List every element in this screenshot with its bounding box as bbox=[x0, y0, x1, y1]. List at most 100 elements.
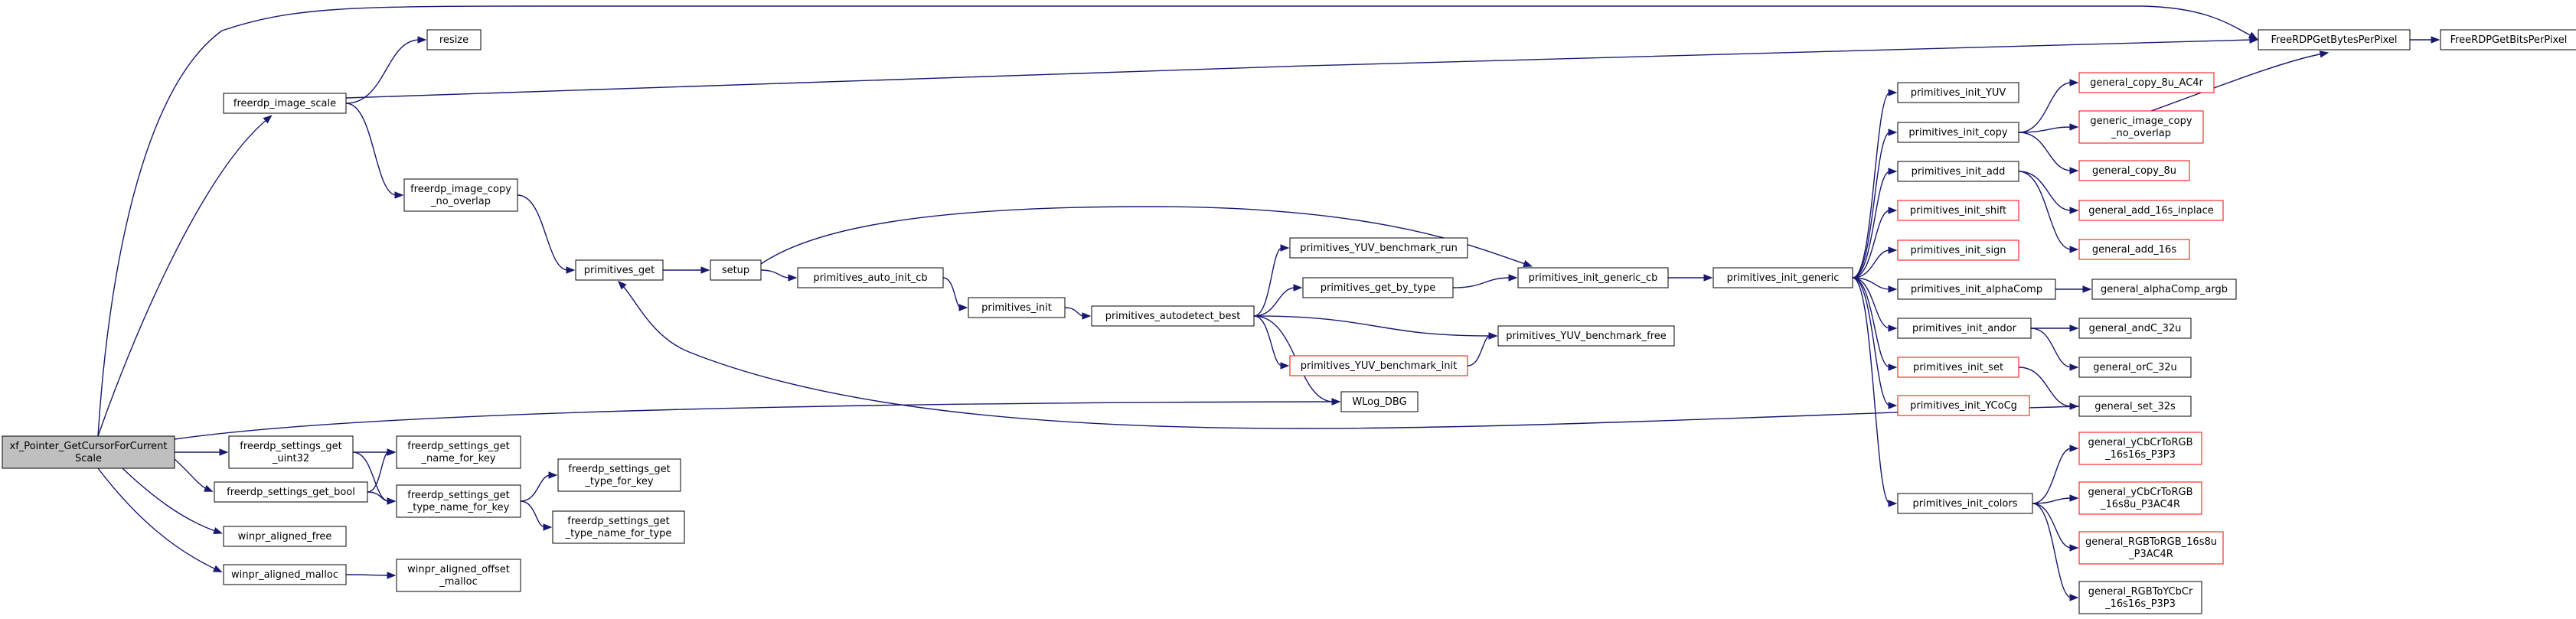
node-winpr-aligned-malloc[interactable]: winpr_aligned_malloc bbox=[223, 564, 347, 585]
node-box[interactable] bbox=[1289, 355, 1468, 376]
node-box[interactable] bbox=[2078, 160, 2190, 181]
node-primitives-YUV-benchmark-run[interactable]: primitives_YUV_benchmark_run bbox=[1289, 237, 1468, 259]
node-primitives-init-copy[interactable]: primitives_init_copy bbox=[1897, 122, 2019, 143]
node-box[interactable] bbox=[1497, 325, 1675, 347]
node-freerdp-image-copy-no-overlap[interactable]: freerdp_image_copy_no_overlap bbox=[403, 178, 518, 212]
node-general-yCbCrToRGB-16s8u-P3AC4R[interactable]: general_yCbCrToRGB_16s8u_P3AC4R bbox=[2078, 481, 2202, 515]
node-winpr-aligned-free[interactable]: winpr_aligned_free bbox=[223, 526, 347, 547]
node-primitives-init-alphaComp[interactable]: primitives_init_alphaComp bbox=[1897, 279, 2056, 300]
node-primitives-autodetect-best[interactable]: primitives_autodetect_best bbox=[1091, 305, 1255, 327]
node-freerdp-settings-get-name-for-key[interactable]: freerdp_settings_get_name_for_key bbox=[396, 435, 521, 469]
node-box[interactable] bbox=[2078, 72, 2215, 93]
node-box[interactable] bbox=[1897, 357, 2019, 378]
node-box[interactable] bbox=[1897, 318, 2032, 339]
node-FreeRDPGetBytesPerPixel[interactable]: FreeRDPGetBytesPerPixel bbox=[2258, 29, 2411, 50]
node-primitives-get-by-type[interactable]: primitives_get_by_type bbox=[1302, 277, 1454, 298]
node-box[interactable] bbox=[223, 564, 347, 585]
node-WLog-DBG[interactable]: WLog_DBG bbox=[1340, 391, 1419, 412]
node-primitives-auto-init-cb[interactable]: primitives_auto_init_cb bbox=[797, 267, 944, 288]
node-general-copy-8u-AC4r[interactable]: general_copy_8u_AC4r bbox=[2078, 72, 2215, 93]
node-general-set-32s[interactable]: general_set_32s bbox=[2078, 396, 2192, 417]
node-box[interactable] bbox=[426, 29, 482, 50]
node-primitives-init[interactable]: primitives_init bbox=[968, 297, 1066, 318]
node-general-alphaComp-argb[interactable]: general_alphaComp_argb bbox=[2091, 279, 2237, 300]
node-box[interactable] bbox=[2078, 432, 2202, 465]
node-box[interactable] bbox=[214, 481, 368, 503]
node-box[interactable] bbox=[1340, 391, 1419, 412]
node-box[interactable] bbox=[2078, 531, 2224, 565]
node-freerdp-image-scale[interactable]: freerdp_image_scale bbox=[223, 93, 347, 114]
node-box[interactable] bbox=[552, 510, 685, 544]
node-primitives-YUV-benchmark-free[interactable]: primitives_YUV_benchmark_free bbox=[1497, 325, 1675, 347]
node-box[interactable] bbox=[2078, 318, 2192, 339]
node-box[interactable] bbox=[2078, 110, 2204, 144]
node-box[interactable] bbox=[2258, 29, 2411, 50]
node-box[interactable] bbox=[1302, 277, 1454, 298]
node-box[interactable] bbox=[223, 93, 347, 114]
node-primitives-init-generic-cb[interactable]: primitives_init_generic_cb bbox=[1517, 267, 1669, 288]
node-primitives-init-generic[interactable]: primitives_init_generic bbox=[1712, 267, 1853, 288]
node-general-andC-32u[interactable]: general_andC_32u bbox=[2078, 318, 2192, 339]
node-box[interactable] bbox=[575, 259, 664, 281]
node-box[interactable] bbox=[1289, 237, 1468, 259]
node-box[interactable] bbox=[396, 484, 521, 518]
node-general-add-16s-inplace[interactable]: general_add_16s_inplace bbox=[2078, 200, 2224, 221]
node-general-orC-32u[interactable]: general_orC_32u bbox=[2078, 357, 2192, 378]
node-box[interactable] bbox=[1897, 200, 2019, 221]
node-box[interactable] bbox=[1897, 161, 2019, 182]
node-primitives-init-add[interactable]: primitives_init_add bbox=[1897, 161, 2019, 182]
node-box[interactable] bbox=[1712, 267, 1853, 288]
node-general-yCbCrToRGB-16s16s-P3P3[interactable]: general_yCbCrToRGB_16s16s_P3P3 bbox=[2078, 432, 2202, 465]
node-box[interactable] bbox=[2078, 581, 2202, 614]
node-primitives-init-andor[interactable]: primitives_init_andor bbox=[1897, 318, 2032, 339]
node-box[interactable] bbox=[2078, 481, 2202, 515]
node-primitives-init-colors[interactable]: primitives_init_colors bbox=[1897, 493, 2033, 514]
node-freerdp-settings-get-type-name-for-key[interactable]: freerdp_settings_get_type_name_for_key bbox=[396, 484, 521, 518]
node-general-copy-8u[interactable]: general_copy_8u bbox=[2078, 160, 2190, 181]
node-box[interactable] bbox=[2091, 279, 2237, 300]
node-primitives-YUV-benchmark-init[interactable]: primitives_YUV_benchmark_init bbox=[1289, 355, 1468, 376]
node-box[interactable] bbox=[1897, 493, 2033, 514]
node-box[interactable] bbox=[2078, 239, 2190, 260]
node-primitives-init-sign[interactable]: primitives_init_sign bbox=[1897, 239, 2019, 261]
node-primitives-init-YCoCg[interactable]: primitives_init_YCoCg bbox=[1897, 395, 2030, 416]
node-box[interactable] bbox=[797, 267, 944, 288]
node-box[interactable] bbox=[228, 435, 354, 469]
node-winpr-aligned-offset-malloc[interactable]: winpr_aligned_offset_malloc bbox=[396, 559, 521, 592]
node-freerdp-settings-get-uint32[interactable]: freerdp_settings_get_uint32 bbox=[228, 435, 354, 469]
node-box[interactable] bbox=[1897, 122, 2019, 143]
node-primitives-init-shift[interactable]: primitives_init_shift bbox=[1897, 200, 2019, 221]
node-general-add-16s[interactable]: general_add_16s bbox=[2078, 239, 2190, 260]
node-box[interactable] bbox=[1897, 395, 2030, 416]
node-generic-image-copy-no-overlap[interactable]: generic_image_copy_no_overlap bbox=[2078, 110, 2204, 144]
node-primitives-get[interactable]: primitives_get bbox=[575, 259, 664, 281]
node-resize[interactable]: resize bbox=[426, 29, 482, 50]
node-box[interactable] bbox=[2078, 396, 2192, 417]
node-primitives-init-set[interactable]: primitives_init_set bbox=[1897, 357, 2019, 378]
node-freerdp-settings-get-type-for-key[interactable]: freerdp_settings_get_type_for_key bbox=[557, 458, 681, 492]
node-box[interactable] bbox=[557, 458, 681, 492]
node-box[interactable] bbox=[396, 435, 521, 469]
node-box[interactable] bbox=[396, 559, 521, 592]
node-freerdp-settings-get-type-name-for-type[interactable]: freerdp_settings_get_type_name_for_type bbox=[552, 510, 685, 544]
node-box[interactable] bbox=[403, 178, 518, 212]
node-box[interactable] bbox=[2078, 357, 2192, 378]
node-freerdp-settings-get-bool[interactable]: freerdp_settings_get_bool bbox=[214, 481, 368, 503]
node-box[interactable] bbox=[2, 435, 175, 469]
node-box[interactable] bbox=[1091, 305, 1255, 327]
node-box[interactable] bbox=[1897, 239, 2019, 261]
node-box[interactable] bbox=[2078, 200, 2224, 221]
node-setup[interactable]: setup bbox=[710, 259, 762, 281]
node-box[interactable] bbox=[968, 297, 1066, 318]
node-general-RGBToYCbCr-16s16s-P3P3[interactable]: general_RGBToYCbCr_16s16s_P3P3 bbox=[2078, 581, 2202, 614]
node-general-RGBToRGB-16s8u-P3AC4R[interactable]: general_RGBToRGB_16s8u_P3AC4R bbox=[2078, 531, 2224, 565]
node-FreeRDPGetBitsPerPixel[interactable]: FreeRDPGetBitsPerPixel bbox=[2440, 29, 2576, 50]
node-primitives-init-YUV[interactable]: primitives_init_YUV bbox=[1897, 82, 2019, 103]
node-box[interactable] bbox=[1897, 279, 2056, 300]
node-box[interactable] bbox=[710, 259, 762, 281]
node-box[interactable] bbox=[2440, 29, 2576, 50]
node-box[interactable] bbox=[223, 526, 347, 547]
node-box[interactable] bbox=[1897, 82, 2019, 103]
node-box[interactable] bbox=[1517, 267, 1669, 288]
